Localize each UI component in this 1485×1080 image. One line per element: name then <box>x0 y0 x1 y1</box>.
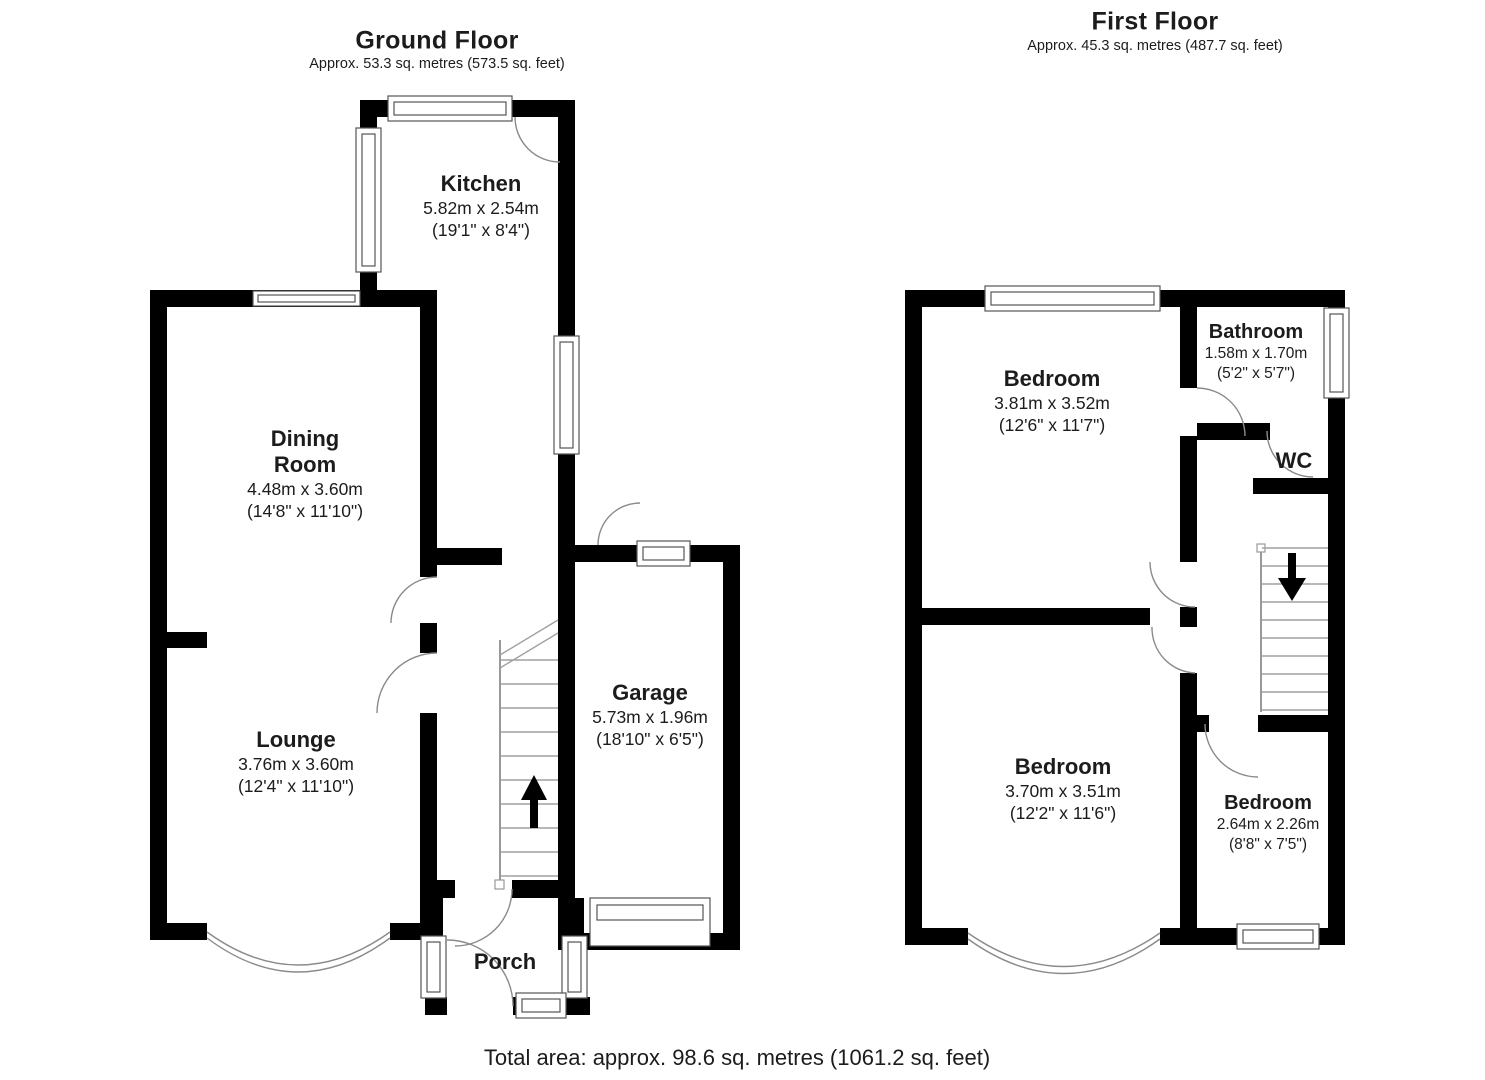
kitchen-label: Kitchen 5.82m x 2.54m (19'1" x 8'4") <box>423 171 539 240</box>
kitchen-door-arc <box>514 116 561 163</box>
bathroom-window-icon <box>1323 307 1350 399</box>
wc-label: WC <box>1275 448 1313 473</box>
first-floor-bay-window-icon <box>967 932 1161 975</box>
dining-opening-icon <box>252 290 361 307</box>
dining-door-arc <box>390 576 438 624</box>
bathroom-door-arc <box>1196 387 1246 437</box>
kitchen-window-left-icon <box>355 127 382 273</box>
first-floor-title: First Floor <box>1091 7 1219 36</box>
garage-side-door-arc <box>597 502 641 546</box>
lounge-door-arc <box>376 652 438 714</box>
ground-floor-title: Ground Floor <box>355 26 519 55</box>
bedroom1-label: Bedroom 3.81m x 3.52m (12'6" x 11'7") <box>994 366 1110 435</box>
bedroom2-label: Bedroom 3.70m x 3.51m (12'2" x 11'6") <box>1005 754 1121 823</box>
stairs-up-arrow-icon <box>521 775 547 828</box>
stairs-down-arrow-icon <box>1278 553 1306 601</box>
first-floor-door-arcs <box>1149 387 1314 778</box>
lounge-label: Lounge 3.76m x 3.60m (12'4" x 11'10") <box>237 727 355 796</box>
first-floor-subtitle: Approx. 45.3 sq. metres (487.7 sq. feet) <box>1027 38 1283 54</box>
dining-room-label: Dining Room 4.48m x 3.60m (14'8" x 11'10… <box>246 426 364 521</box>
bedroom3-door-arc <box>1204 723 1259 778</box>
ground-floor-windows <box>252 95 711 1019</box>
bathroom-label: Bathroom 1.58m x 1.70m (5'2" x 5'7") <box>1204 321 1308 382</box>
wc-door-arc <box>1266 430 1314 478</box>
ground-floor-subtitle: Approx. 53.3 sq. metres (573.5 sq. feet) <box>309 56 565 72</box>
bedroom3-label: Bedroom 2.64m x 2.26m (8'8" x 7'5") <box>1216 792 1320 853</box>
first-floor-windows <box>984 285 1350 950</box>
first-floor-staircase <box>1256 543 1328 712</box>
ground-floor-staircase <box>494 619 559 890</box>
kitchen-window-top-icon <box>387 95 513 122</box>
bedroom1-window-icon <box>984 285 1161 312</box>
ground-floor-bay-window-icon <box>206 931 391 973</box>
porch-window-left-icon <box>420 935 447 999</box>
ground-floor-door-arcs <box>376 116 641 1007</box>
bedroom2-door-arc <box>1151 626 1196 674</box>
porch-label: Porch <box>473 949 537 974</box>
bedroom3-window-icon <box>1236 923 1320 950</box>
front-door-arc <box>446 939 514 1007</box>
porch-window-bottom-icon <box>515 992 567 1019</box>
garage-door-icon <box>589 897 711 947</box>
garage-window-icon <box>636 540 691 567</box>
hall-porch-door-arc <box>454 888 513 947</box>
garage-label: Garage 5.73m x 1.96m (18'10" x 6'5") <box>592 680 708 749</box>
porch-window-right-icon <box>561 935 588 999</box>
total-area-text: Total area: approx. 98.6 sq. metres (106… <box>483 1045 991 1070</box>
hall-window-right-icon <box>553 335 580 455</box>
bedroom1-door-arc <box>1149 561 1196 608</box>
